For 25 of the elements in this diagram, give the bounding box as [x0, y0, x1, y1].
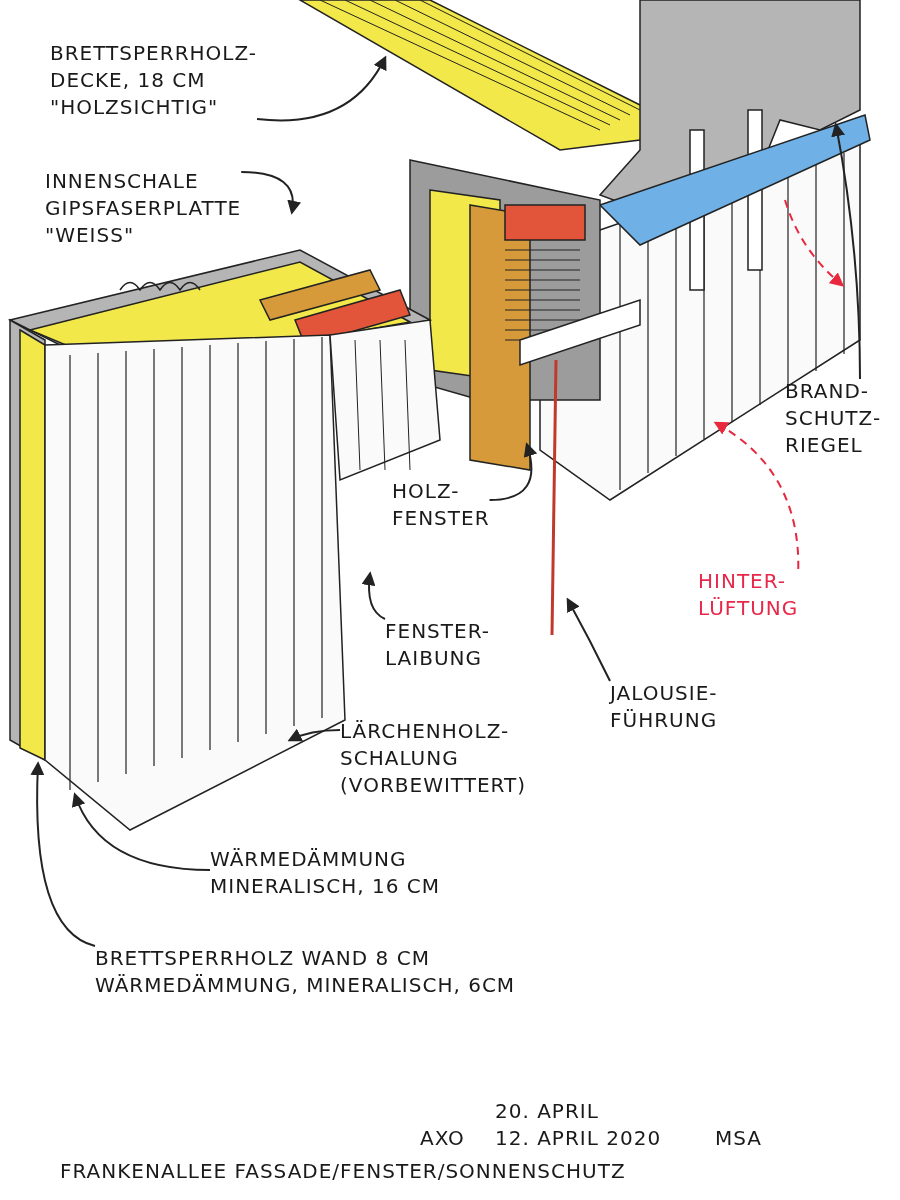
part-label: HINTER- LÜFTUNG — [698, 568, 828, 622]
leader-line — [240, 171, 301, 215]
leader-line — [566, 597, 611, 682]
part-label: BRAND- SCHUTZ- RIEGEL — [785, 378, 885, 459]
drawing-note: 20. APRIL — [495, 1098, 599, 1125]
caption: FRANKENALLEE FASSADE/FENSTER/SONNENSCHUTZ — [60, 1158, 626, 1185]
drawing-note: AXO — [420, 1125, 465, 1152]
part-label: HOLZ- FENSTER — [392, 478, 512, 532]
leader-line — [713, 421, 800, 570]
part-label: BRETTSPERRHOLZ- DECKE, 18 CM "HOLZSICHTIG" — [50, 40, 312, 121]
part-label: INNENSCHALE GIPSFASERPLATTE "WEISS" — [45, 168, 295, 249]
drawing-note: MSA — [715, 1125, 762, 1152]
leader-line — [831, 122, 861, 380]
leader-line — [72, 792, 211, 871]
drawing-note: 12. APRIL 2020 — [495, 1125, 662, 1152]
part-label: WÄRMEDÄMMUNG MINERALISCH, 16 CM — [210, 846, 480, 900]
leader-line — [488, 442, 537, 501]
part-label: BRETTSPERRHOLZ WAND 8 CM WÄRMEDÄMMUNG, MINERALISCH, 6CM — [95, 945, 535, 999]
part-label: JALOUSIE- FÜHRUNG — [610, 680, 760, 734]
part-label: LÄRCHENHOLZ- SCHALUNG (VORBEWITTERT) — [340, 718, 560, 799]
leader-line — [30, 761, 96, 947]
leader-line — [361, 571, 386, 620]
part-label: FENSTER- LAIBUNG — [385, 618, 515, 672]
leader-line — [256, 55, 387, 122]
leader-line — [287, 728, 341, 742]
